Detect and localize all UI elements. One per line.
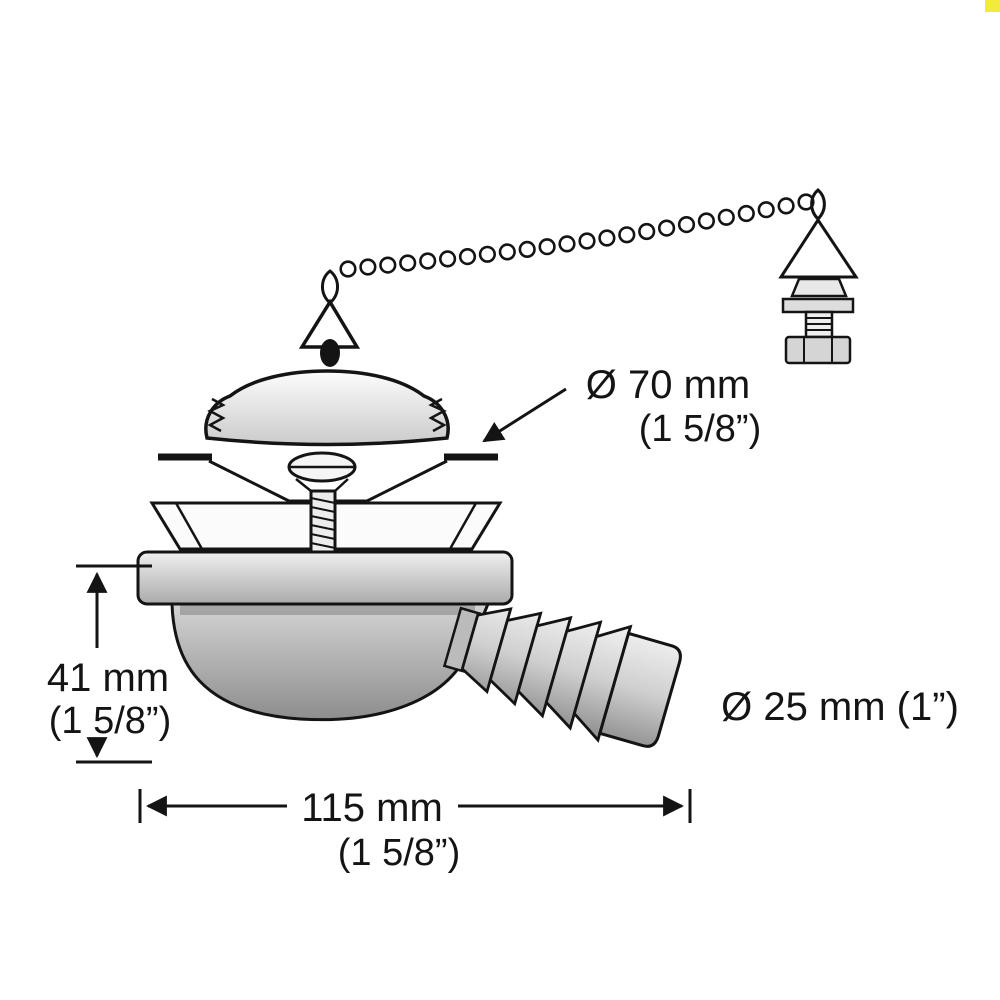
dimension-height	[76, 564, 152, 764]
label-body-height-imperial: (1 5/8”)	[49, 700, 171, 742]
chain-bead	[439, 250, 457, 268]
dimension-width	[138, 789, 692, 823]
chain-bead	[618, 226, 636, 244]
toggle-plate	[790, 277, 848, 298]
plug-knob	[320, 339, 340, 367]
chain-bead	[478, 245, 497, 263]
chain-bead	[697, 212, 716, 230]
chain-bead	[558, 235, 576, 253]
spigot-tip	[598, 631, 682, 748]
bead-chain	[339, 193, 815, 278]
chain-bead	[339, 260, 357, 278]
chain-bead	[638, 222, 656, 241]
plug-serration-left	[207, 397, 226, 433]
label-overall-width: 115 mm	[301, 786, 443, 830]
chain-bead	[359, 258, 377, 276]
chain-bead	[717, 208, 735, 226]
label-body-height: 41 mm	[47, 656, 169, 700]
bolt-threads	[804, 310, 834, 339]
chain-bead	[399, 254, 417, 272]
chain-bead	[757, 201, 775, 219]
hex-nut	[784, 335, 852, 365]
chain-bead	[677, 216, 696, 234]
plug-link	[298, 269, 361, 367]
chain-bead	[419, 252, 437, 270]
label-outlet-diameter: Ø 25 mm (1”)	[721, 685, 959, 729]
chain-bead	[458, 248, 477, 266]
chain-fastener	[778, 188, 859, 365]
drain-body	[136, 550, 514, 606]
bowl-shadow	[180, 604, 475, 615]
washer	[781, 297, 855, 314]
flange-diameter-leader	[482, 387, 567, 443]
chain-bead	[498, 243, 516, 261]
plug-serration-right	[428, 397, 447, 433]
trap-bowl	[170, 602, 491, 722]
chain-bead	[737, 204, 755, 223]
chain-bead	[797, 193, 815, 211]
outlet-spigot	[442, 606, 682, 748]
corner-marker	[985, 0, 1000, 12]
chain-bead	[578, 232, 596, 250]
label-flange-diameter: Ø 70 mm	[586, 363, 750, 407]
chain-bead	[598, 229, 616, 247]
chain-bead	[518, 240, 536, 258]
label-flange-diameter-imperial: (1 5/8”)	[639, 408, 761, 450]
chain-bead	[777, 197, 795, 215]
label-overall-width-imperial: (1 5/8”)	[338, 832, 460, 874]
chain-bead	[379, 256, 397, 274]
chain-bead	[657, 219, 676, 237]
rubber-plug	[204, 369, 450, 447]
chain-bead	[538, 238, 556, 256]
